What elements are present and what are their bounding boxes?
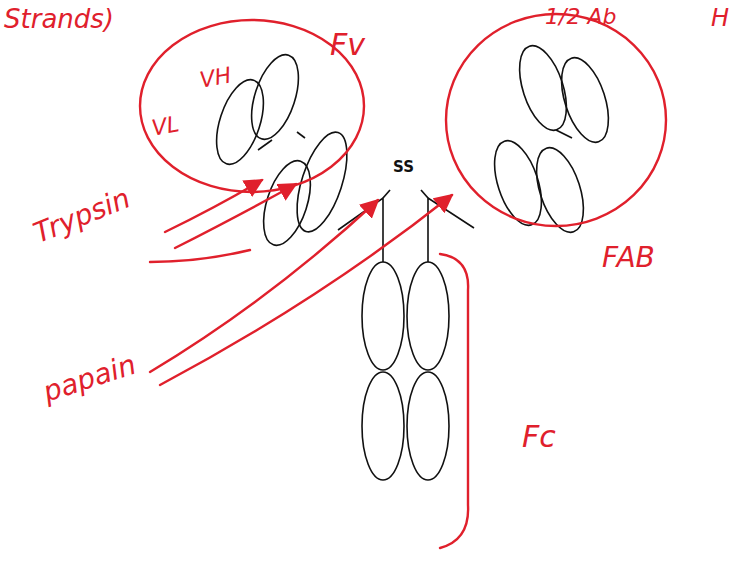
enzyme-label: papain bbox=[40, 351, 139, 407]
region-ellipse bbox=[440, 8, 685, 280]
region-label: Fv bbox=[330, 30, 365, 60]
heavy-variable-label: VH bbox=[198, 65, 233, 92]
cut-note: H bbox=[711, 6, 729, 30]
enzyme-label: Trypsin bbox=[30, 184, 134, 248]
fab-region: FAB bbox=[440, 8, 685, 280]
light-variable-label: VL bbox=[150, 113, 181, 139]
disulfide-label: SS bbox=[393, 160, 414, 175]
fragment-label: Fc bbox=[522, 422, 556, 452]
half-antibody-note: 1/2 Ab bbox=[545, 6, 616, 28]
strand-note: Strands) bbox=[4, 6, 114, 32]
fv-region: Fv bbox=[130, 12, 400, 212]
region-label: FAB bbox=[602, 244, 655, 272]
